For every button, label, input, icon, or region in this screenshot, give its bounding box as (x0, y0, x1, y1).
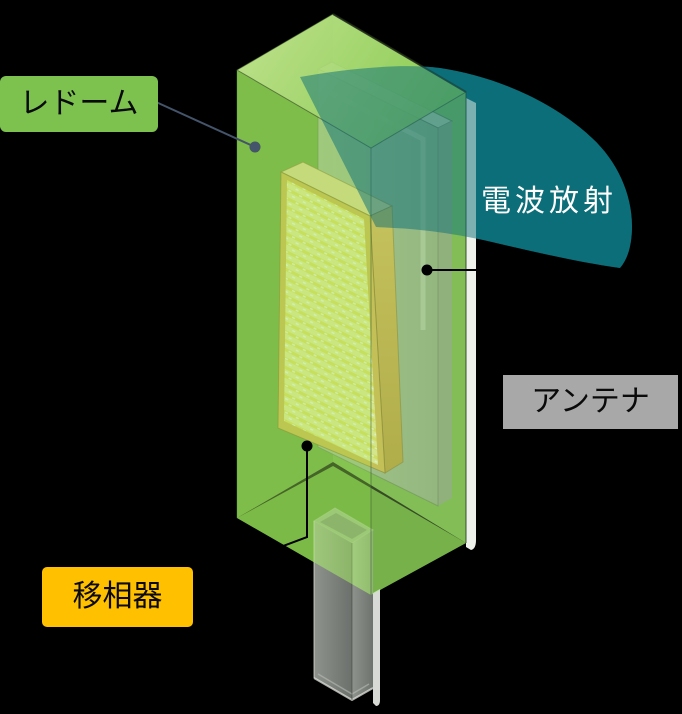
radio-emission-label-text: 電波放射 (481, 184, 617, 219)
antenna-label-text: アンテナ (531, 384, 650, 419)
phase-shifter-panel (277, 161, 404, 474)
antenna-connector-line (427, 269, 559, 375)
mast-front-right-face (352, 530, 373, 700)
mast-top-opening (320, 513, 367, 539)
radio-emission-label: 電波放射 (481, 187, 617, 217)
mast-right-edge-highlight (373, 589, 380, 706)
phase-panel-array-face (284, 180, 378, 465)
mast-bottom-rim (313, 677, 374, 702)
radiation-beam-overlay (300, 66, 632, 268)
radome-connector-line (155, 101, 256, 148)
mast-pole (313, 507, 380, 706)
radome-connector-dot (249, 141, 261, 153)
mast-inner-bottom-edge (317, 673, 370, 695)
radome-label: レドーム (0, 76, 158, 132)
phase-shifter-label: 移相器 (42, 567, 193, 627)
radome-left-face (237, 70, 371, 595)
phase-connector-line (192, 449, 308, 581)
radome-label-text: レドーム (19, 86, 139, 121)
antenna-label: アンテナ (503, 375, 678, 429)
callout-connectors (155, 101, 559, 581)
antenna-connector-dot (421, 264, 433, 276)
mast-front-left-face (314, 521, 352, 700)
phase-shifter-label-text: 移相器 (72, 579, 163, 614)
phase-connector-dot (301, 440, 313, 452)
